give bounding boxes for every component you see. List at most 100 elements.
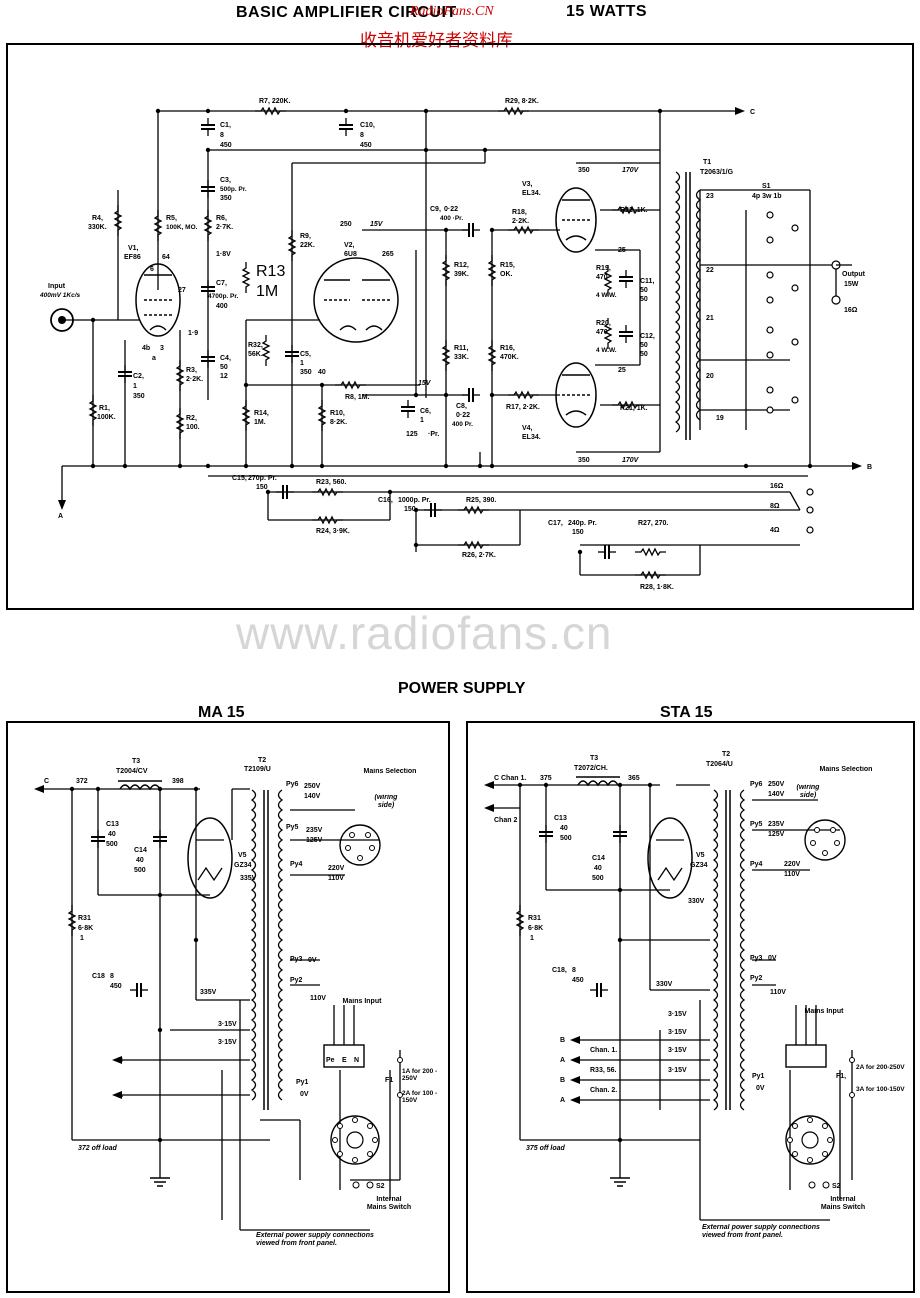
c8-label: C8, <box>456 403 467 410</box>
r7-label: R7, 220K. <box>259 98 291 105</box>
ma15-node-b: B <box>118 1057 123 1064</box>
c11-value: 50 <box>640 287 648 294</box>
r12-label: R12, <box>454 262 469 269</box>
v3-anode-voltage: 350 <box>578 167 590 174</box>
s1-label: S1 <box>762 183 771 190</box>
sta15-v5-type: GZ34 <box>690 862 708 869</box>
t1-type: T2063/1/G <box>700 169 734 176</box>
ma15-t3-label: T3 <box>132 758 140 765</box>
sta15-v5-label: V5 <box>696 852 705 859</box>
ma15-v5-type: GZ34 <box>234 862 252 869</box>
sta15-py3: Py3 <box>750 955 763 962</box>
ma15-off-load: 372 off load <box>78 1145 117 1152</box>
ma15-py3: Py3 <box>290 956 303 963</box>
v2-grid-voltage: 15V <box>370 221 384 228</box>
c6-label: C6, <box>420 408 431 415</box>
t1-label: T1 <box>703 159 711 166</box>
ma15-py6: Py6 <box>286 781 299 788</box>
amplifier-power-rating: 15 WATTS <box>566 3 648 20</box>
r22-label: R22, 1K. <box>620 207 648 214</box>
sta15-wiring-side: (wiring side) <box>796 784 820 799</box>
ma15-fuse-rating-a: 1A for 200 - 250V <box>402 1068 438 1082</box>
r20-rating: 4 W.W. <box>596 347 617 354</box>
c4-value: 50 <box>220 364 228 371</box>
c5-value: 1 <box>300 360 304 367</box>
c1-label: C1, <box>220 122 231 129</box>
sta15-t2-type: T2064/U <box>706 761 733 768</box>
r13-label: R13 <box>256 263 285 280</box>
c2-label: C2, <box>133 373 144 380</box>
watermark-url: www.radiofans.cn <box>236 607 613 659</box>
sta15-mains-selection: Mains Selection <box>819 766 873 773</box>
node-b-label: B <box>867 464 872 471</box>
c11-label: C11, <box>640 278 654 285</box>
ma15-heater-2: 3·15V <box>218 1039 237 1046</box>
c17-label: C17, <box>548 520 563 527</box>
c10-value: 8 <box>360 132 364 139</box>
volt-1-8: 1·8V <box>216 251 231 258</box>
sta15-heater-4: 3·15V <box>668 1067 687 1074</box>
amplifier-title: BASIC AMPLIFIER CIRCUIT <box>236 4 457 21</box>
c6-type: ·Pr. <box>428 431 439 438</box>
v1-pin-4b: 4b <box>142 345 150 352</box>
r1-label: R1, <box>99 405 110 412</box>
sta15-140v: 140V <box>768 791 785 798</box>
ma15-c14-value: 40 <box>136 857 144 864</box>
sta15-chan2: Chan 2 <box>494 817 517 824</box>
r4-value: 330K. <box>88 224 107 231</box>
sta15-node-b1: B <box>560 1037 565 1044</box>
r14-value: 1M. <box>254 419 266 426</box>
ma15-r31-watt: 1 <box>80 935 84 942</box>
output-label: Output <box>842 271 866 278</box>
sta15-c18-value: 8 <box>572 967 576 974</box>
ma15-n: N <box>354 1057 359 1064</box>
ma15-t2-label: T2 <box>258 757 266 764</box>
c6-voltage: 125 <box>406 431 418 438</box>
tap-19: 19 <box>716 415 724 422</box>
sta15-frame <box>466 721 915 1293</box>
ma15-0v: 0V <box>308 957 317 964</box>
c4-label: C4, <box>220 355 231 362</box>
watermark-site: RadioFans.CN <box>410 4 494 19</box>
c2-value: 1 <box>133 383 137 390</box>
ma15-v335b: 335V <box>200 989 217 996</box>
ma15-frame <box>6 721 450 1293</box>
r19-label: R19, <box>596 265 611 272</box>
sta15-s2: S2 <box>832 1183 841 1190</box>
sta15-125v: 125V <box>768 831 785 838</box>
c5-label: C5, <box>300 351 311 358</box>
sel-4-ohm: 4Ω <box>770 527 780 534</box>
ma15-mains-input: Mains Input <box>342 998 382 1005</box>
c12-label: C12, <box>640 333 655 340</box>
v4-type: EL34. <box>522 434 541 441</box>
c9-value: 0·22 <box>444 206 458 213</box>
v1-cathode-voltage: 1·9 <box>188 330 198 337</box>
r2-value: 100. <box>186 424 200 431</box>
c1-voltage: 450 <box>220 142 232 149</box>
ma15-c13-label: C13 <box>106 821 119 828</box>
sel-16-ohm: 16Ω <box>770 483 784 490</box>
c12-value: 50 <box>640 342 648 349</box>
r14-label: R14, <box>254 410 269 417</box>
r13-value: 1M <box>256 283 278 300</box>
amplifier-frame <box>6 43 914 610</box>
ma15-py5: Py5 <box>286 824 299 831</box>
sta15-py1: Py1 <box>752 1073 765 1080</box>
c3-value: 500p. Pr. <box>220 186 247 193</box>
sta15-220v: 220V <box>784 861 801 868</box>
v1-type: EF86 <box>124 254 141 261</box>
ma15-s2: S2 <box>376 1183 385 1190</box>
c8-value: 0·22 <box>456 412 470 419</box>
c7-value: 4700p. Pr. <box>208 293 239 300</box>
r24-label: R24, 3·9K. <box>316 528 350 535</box>
sta15-v365: 365 <box>628 775 640 782</box>
ma15-py1: Py1 <box>296 1079 309 1086</box>
sel-8-ohm: 8Ω <box>770 503 780 510</box>
ma15-c13-voltage: 500 <box>106 841 118 848</box>
ma15-v335a: 335V <box>240 875 257 882</box>
ma15-v5-label: V5 <box>238 852 247 859</box>
sta15-v330a: 330V <box>688 898 705 905</box>
sta15-heater: 3·15V <box>668 1011 687 1018</box>
sta15-chan2b: Chan. 2. <box>590 1087 617 1094</box>
sta15-v375: 375 <box>540 775 552 782</box>
